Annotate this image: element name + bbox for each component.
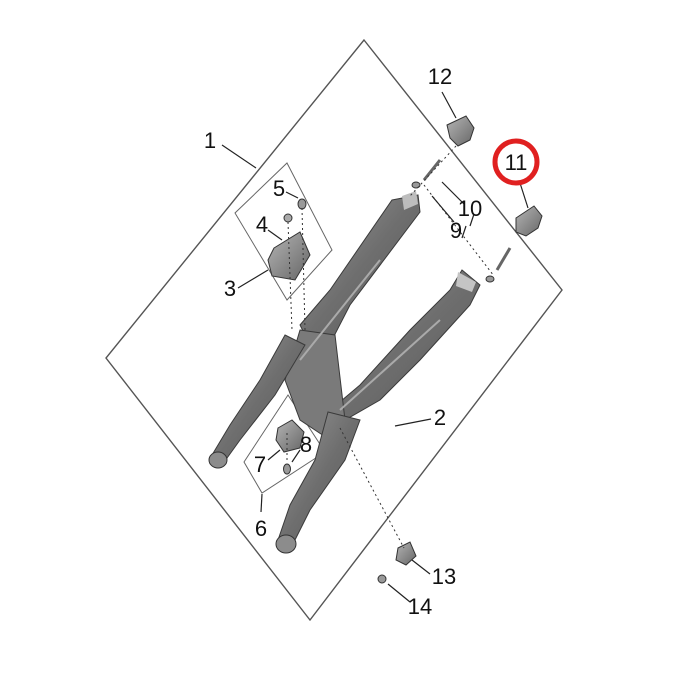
end-cap-part-12 [446,115,475,147]
callout-3: 3 [224,276,236,301]
washer-part-9b [485,275,495,283]
swingarm-body [208,191,481,554]
callout-2: 2 [434,405,446,430]
nut-part-14 [377,574,387,584]
assembly-guide-lines [286,145,495,549]
callout-4: 4 [256,212,268,237]
upper-subassembly-box [234,162,333,301]
bolt-part-10a [422,159,442,181]
leader-lines [221,91,529,603]
highlight-ring [492,138,540,186]
damper-block-part [275,419,305,453]
callout-13: 13 [432,564,456,589]
bracket-part [267,231,311,281]
washer-part-9a [411,181,421,189]
plate-part-13 [395,541,417,566]
bolt-part-8 [283,463,291,475]
callout-7: 7 [254,452,266,477]
assembly-boundary-frame [105,38,563,622]
end-cap-part-11 [515,205,543,237]
callout-10: 10 [458,196,482,221]
callout-8: 8 [300,432,312,457]
callout-12: 12 [428,64,452,89]
washer-part-4 [283,213,293,223]
callout-14: 14 [408,594,432,619]
callout-9: 9 [450,218,462,243]
callout-5: 5 [273,176,285,201]
lower-subassembly-box [243,394,326,494]
callout-1: 1 [204,128,216,153]
callout-11: 11 [505,150,528,175]
callout-6: 6 [255,516,267,541]
bolt-part-5 [297,198,307,210]
bolt-part-10b [495,247,512,271]
